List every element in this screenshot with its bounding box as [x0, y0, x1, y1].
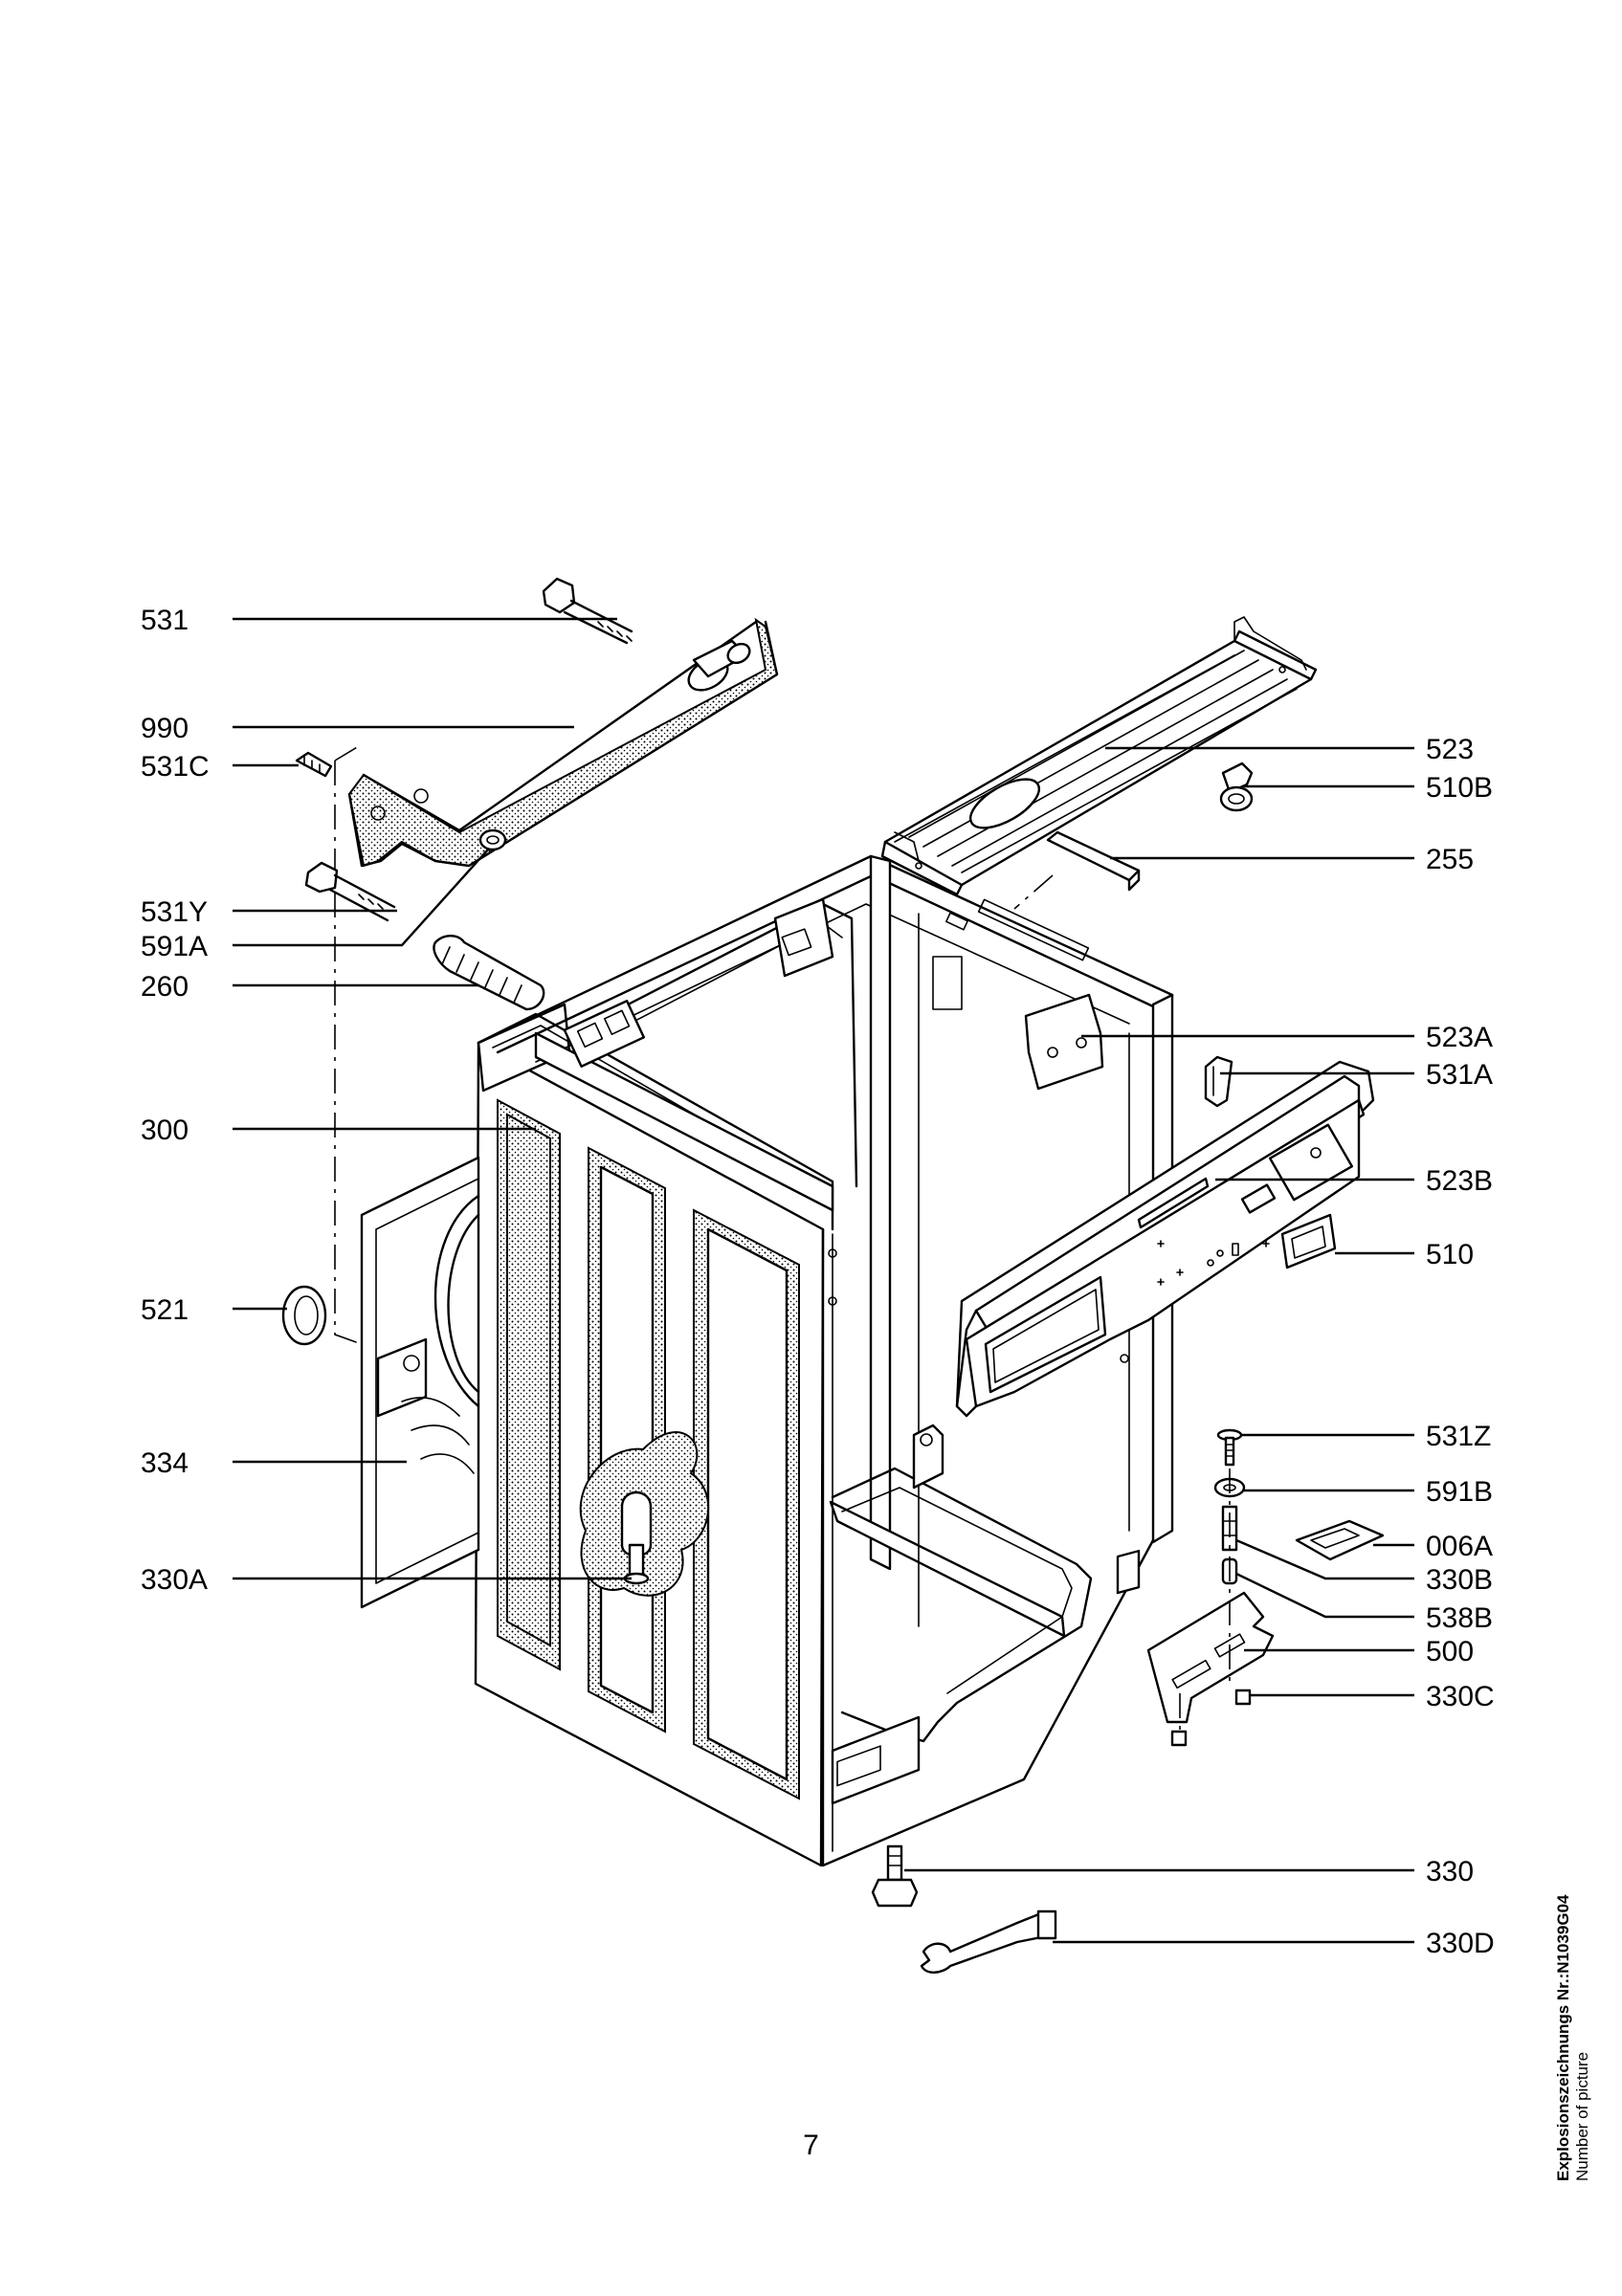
- bolt-531y: [304, 861, 396, 922]
- ring-521: [281, 1285, 327, 1346]
- bolt-531: [542, 577, 633, 645]
- cross-beam: [347, 617, 779, 868]
- nut-330c-lower: [1170, 1730, 1188, 1747]
- label-330a: 330A: [141, 1564, 208, 1596]
- clip-531a: [1204, 1055, 1233, 1108]
- label-591a: 591A: [141, 931, 208, 962]
- picture-number-title: Explosionszeichnungs Nr.:N1039G04: [1554, 1894, 1572, 2181]
- part-labels-left: 531 990 531C 531Y 591A 260 300 521 334 3…: [141, 605, 210, 1596]
- label-531: 531: [141, 605, 189, 636]
- page-number: 7: [803, 2130, 819, 2161]
- label-521: 521: [141, 1294, 189, 1326]
- assembly-line-left: [334, 761, 363, 1345]
- label-990: 990: [141, 713, 189, 744]
- leader-lines: [233, 617, 1414, 1944]
- washer-591a: [478, 828, 507, 851]
- label-330d: 330D: [1426, 1928, 1495, 1959]
- label-591b: 591B: [1426, 1476, 1493, 1508]
- label-260: 260: [141, 971, 189, 1003]
- label-334: 334: [141, 1447, 189, 1479]
- nut-330c: [1234, 1689, 1252, 1706]
- screw-531z: [1216, 1428, 1243, 1467]
- label-531a: 531A: [1426, 1059, 1493, 1091]
- assembly-line-cover: [1013, 874, 1054, 910]
- assembly-line-top: [334, 745, 360, 762]
- label-500: 500: [1426, 1636, 1474, 1667]
- plate-500: [1146, 1591, 1275, 1724]
- spring-260: [433, 935, 545, 1011]
- label-006a: 006A: [1426, 1531, 1493, 1562]
- label-510: 510: [1426, 1239, 1474, 1270]
- bezel-510: [1280, 1213, 1337, 1269]
- label-300: 300: [141, 1115, 189, 1146]
- label-510b: 510B: [1426, 772, 1493, 804]
- label-531c: 531C: [141, 751, 210, 783]
- label-531y: 531Y: [141, 896, 208, 928]
- top-cover-523: [880, 616, 1318, 896]
- label-523a: 523A: [1426, 1022, 1493, 1053]
- label-523b: 523B: [1426, 1165, 1493, 1197]
- screw-531c: [295, 751, 333, 778]
- wrench-330d: [920, 1910, 1057, 1974]
- label-531z: 531Z: [1426, 1421, 1491, 1452]
- picture-number-subtitle: Number of picture: [1573, 2051, 1591, 2181]
- control-frame-523b: [955, 1060, 1375, 1418]
- label-330b: 330B: [1426, 1564, 1493, 1596]
- part-labels-right: 523 510B 255 523A 531A 523B 510 531Z 591…: [1426, 734, 1495, 1959]
- strip-255: [1046, 830, 1141, 892]
- label-538b: 538B: [1426, 1602, 1493, 1634]
- label-330: 330: [1426, 1856, 1474, 1888]
- label-330c: 330C: [1426, 1681, 1495, 1712]
- clip-510b: [1219, 762, 1254, 812]
- front-panel: [360, 1156, 480, 1609]
- bracket-006a: [1295, 1519, 1385, 1561]
- foot-330a: [579, 1431, 709, 1597]
- label-255: 255: [1426, 844, 1474, 875]
- label-523: 523: [1426, 734, 1474, 765]
- foot-330: [871, 1844, 919, 1908]
